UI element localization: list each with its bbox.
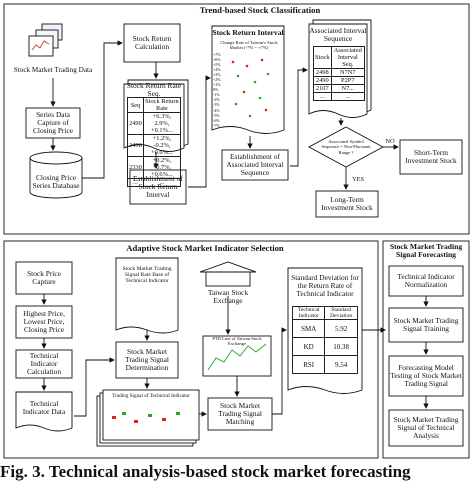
rate-seq-label: Stock Return Rate Seq. [126,80,182,98]
assoc-seq-label: Associated Interval Sequence [309,25,367,43]
price-capture-label: Stock Price Capture [27,268,61,286]
trading-data-label: Stock Market Trading Data [13,65,93,74]
section-title-trend: Trend-based Stock Classification [199,5,321,15]
interval-tick-label: +5% [213,62,221,68]
std-title: Standard Deviation for the Return Rate o… [291,272,359,299]
ptd-panel-title: PTD Line of Taiwan Stock Exchange [212,335,262,346]
return-calc-box [123,23,181,63]
section-adaptive-frame [3,240,379,459]
training-label: Stock Market Trading Signal Training [393,315,459,333]
interval-tick-label: -2% [213,97,220,103]
section-title-adaptive: Adaptive Stock Market Indicator Selectio… [126,243,284,253]
long-term-label: Long-Term Investment Stock [321,194,373,212]
interval-tick-label: -5% [213,112,220,118]
normalization-label: Technical Indicator Normalization [397,271,455,289]
long-term-box [315,190,379,218]
establish-interval-label: Establishment of Stock Return Interval [133,173,183,200]
no-label: NO [385,137,395,145]
interval-tick-label: +2% [213,77,221,83]
interval-tick-label: -3% [213,102,220,108]
section-trend-frame [3,3,470,235]
interval-tick-label: +4% [213,67,221,73]
short-term-box [399,139,463,175]
interval-tick-label: 0% [213,87,219,93]
short-term-label: Short-Term Investment Stock [405,147,457,165]
yes-label: YES [351,175,365,183]
output-box [388,409,464,447]
ti-data-label: Technical Indicator Data [22,398,66,416]
interval-markers [231,58,270,118]
interval-tick-label: +7% [213,52,221,57]
exchange-label: Taiwan Stock Exchange [207,287,249,305]
trading-signal-doc-label: Stock Market Trading Signal Rate Base of… [122,265,172,285]
interval-tick-label: +6% [213,57,221,63]
output-label: Stock Market Trading Signal of Technical… [393,414,459,441]
matching-label: Stock Market Trading Signal Matching [218,400,262,427]
interval-tick-label: -1% [213,92,220,98]
return-calc-label: Stock Return Calculation [132,33,172,51]
ti-calc-label: Technical Indicator Calculation [26,350,62,377]
figure-caption: Fig. 3. Technical analysis-based stock m… [0,463,411,481]
chart-subtitle: Change Rate of Taiwan's Stock Market (-7… [220,39,278,50]
decision-label: Associated Symbol Sequence = Non-Fluctua… [321,139,371,155]
interval-tick-label: -4% [213,107,220,113]
interval-axis: +7%+6%+5%+4%+3%+2%+1%0%-1%-2%-3%-4%-5%-6… [213,52,227,128]
signal-determination-label: Stock Market Trading Signal Determinatio… [125,346,169,373]
signal-panel-title: Trading Signal of Technical Indicator [112,392,190,399]
establish-assoc-label: Establishment of Associated Interval Seq… [226,151,284,178]
db-label: Closing Price Series Database [32,172,80,190]
establish-assoc-box [221,149,289,181]
interval-tick-label: +1% [213,82,221,88]
section-title-forecast: Stock Market Trading Signal Forecasting [389,242,463,260]
hlc-label: Highest Price, Lowest Price, Closing Pri… [23,308,65,335]
section-forecast-frame [382,240,470,459]
interval-tick-label: -7% [213,122,220,128]
signal-markers [112,412,180,423]
testing-label: Forecasting Model Testing of Stock Marke… [390,362,462,389]
ptd-line [207,343,267,371]
interval-tick-label: +3% [213,72,221,78]
interval-tick-label: -6% [213,117,220,123]
return-interval-title: Stock Return Interval [212,27,284,37]
series-capture-label: Series Data Capture of Closing Price [32,109,74,136]
